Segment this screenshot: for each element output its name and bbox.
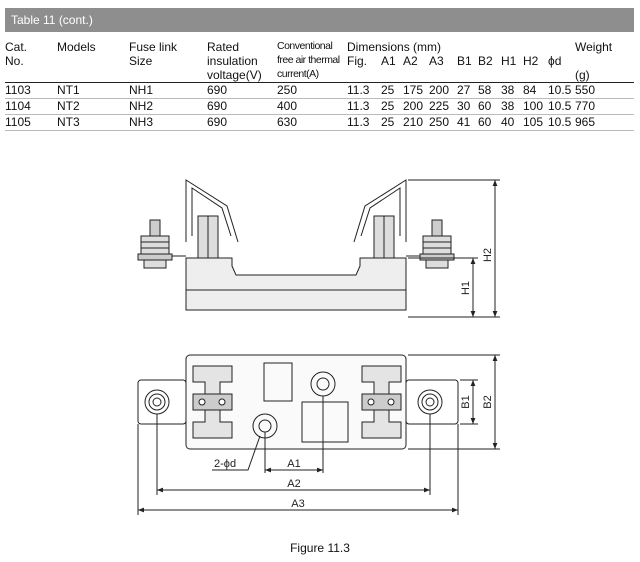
table-row: 1105 NT3 NH3 690 630 11.3 25 210 250 41 … [5,114,634,131]
cell-weight: 770 [575,98,634,115]
cell-b2: 58 [478,82,501,99]
cell-voltage: 690 [207,82,277,99]
fuse-base-drawing: H2 H1 B1 B2 A1 A2 A3 2-ϕd [137,179,500,515]
header-d: ϕd [548,54,562,68]
cell-h2: 100 [523,98,548,115]
cell-model: NT3 [57,114,129,131]
side-view [137,179,500,318]
header-fuse-link-2: Size [129,54,153,68]
cell-a1: 25 [381,98,403,115]
cell-a1: 25 [381,114,403,131]
header-weight-unit: (g) [575,68,590,82]
cell-a3: 225 [429,98,457,115]
cell-cat: 1103 [5,82,57,99]
header-a3: A3 [429,54,444,68]
cell-a3: 200 [429,82,457,99]
cell-model: NT2 [57,98,129,115]
label-b2: B2 [482,395,494,408]
cell-current: 630 [277,114,347,131]
cell-a1: 25 [381,82,403,99]
cell-weight: 550 [575,82,634,99]
cell-b1: 30 [457,98,478,115]
table-row: 1104 NT2 NH2 690 400 11.3 25 200 225 30 … [5,98,634,115]
table-row: 1103 NT1 NH1 690 250 11.3 25 175 200 27 … [5,82,634,99]
cell-a2: 200 [403,98,429,115]
header-dimensions: Dimensions (mm) [347,40,442,54]
cell-weight: 965 [575,114,634,131]
cell-h2: 105 [523,114,548,131]
label-a1: A1 [287,458,300,470]
header-a1: A1 [381,54,396,68]
header-conventional-2: free air thermal [277,54,340,66]
label-h2: H2 [482,248,494,262]
cell-size: NH2 [129,98,207,115]
header-models: Models [57,40,96,54]
cell-cat: 1105 [5,114,57,131]
cell-current: 250 [277,82,347,99]
cell-d: 10.5 [548,82,575,99]
header-row-1: Cat. Models Fuse link Rated Conventional… [5,40,634,54]
cell-h1: 38 [501,82,523,99]
cell-size: NH1 [129,82,207,99]
header-conventional-3: current(A) [277,68,319,80]
header-h1: H1 [501,54,517,68]
header-rated: Rated [207,40,240,54]
cell-b2: 60 [478,98,501,115]
table-title: Table 11 (cont.) [5,8,634,32]
header-fuse-link: Fuse link [129,40,178,54]
cell-h1: 40 [501,114,523,131]
label-h1: H1 [460,281,472,295]
label-a2: A2 [287,478,300,490]
spec-table: Cat. Models Fuse link Rated Conventional… [5,40,634,131]
header-cat: Cat. [5,40,28,54]
header-conventional: Conventional [277,40,333,52]
cell-b2: 60 [478,114,501,131]
cell-voltage: 690 [207,114,277,131]
label-a3: A3 [291,498,304,510]
cell-a2: 210 [403,114,429,131]
cell-fig: 11.3 [347,82,381,99]
header-b2: B2 [478,54,493,68]
top-view [137,354,500,515]
cell-a2: 175 [403,82,429,99]
header-rated-2: insulation [207,54,258,68]
cell-fig: 11.3 [347,98,381,115]
label-diameter: 2-ϕd [214,458,236,470]
cell-current: 400 [277,98,347,115]
header-row-3: voltage(V) current(A) (g) [5,68,634,83]
header-rated-3: voltage(V) [207,68,262,82]
cell-b1: 41 [457,114,478,131]
cell-voltage: 690 [207,98,277,115]
cell-size: NH3 [129,114,207,131]
cell-b1: 27 [457,82,478,99]
label-b1: B1 [460,395,472,408]
cell-d: 10.5 [548,98,575,115]
header-row-2: No. Size insulation free air thermal Fig… [5,54,634,68]
header-fig: Fig. [347,54,368,68]
cell-h1: 38 [501,98,523,115]
cell-model: NT1 [57,82,129,99]
figure-caption: Figure 11.3 [290,541,350,555]
header-b1: B1 [457,54,472,68]
cell-cat: 1104 [5,98,57,115]
cell-d: 10.5 [548,114,575,131]
cell-h2: 84 [523,82,548,99]
cell-a3: 250 [429,114,457,131]
cell-fig: 11.3 [347,114,381,131]
header-a2: A2 [403,54,418,68]
header-weight: Weight [575,40,613,54]
header-h2: H2 [523,54,539,68]
header-cat-2: No. [5,54,24,68]
